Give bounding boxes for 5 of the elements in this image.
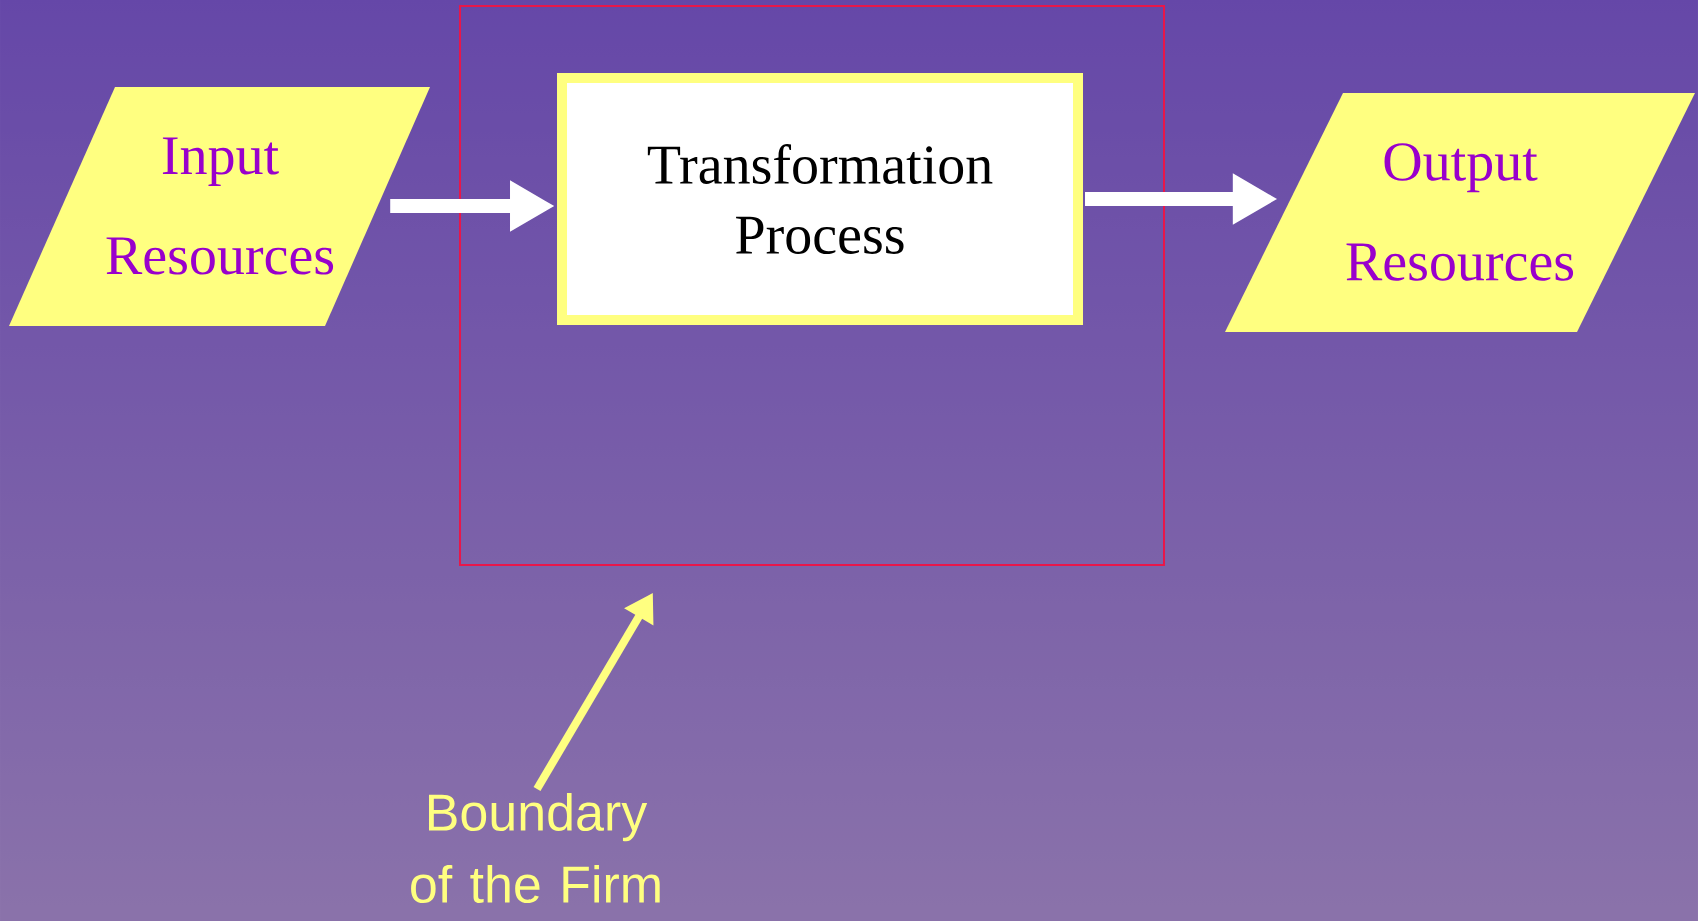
boundary-label: Boundary of the Firm bbox=[411, 792, 660, 904]
boundary-box bbox=[459, 5, 1165, 566]
parallelogram-node: Input Resources bbox=[9, 87, 430, 326]
parallelogram-node: Output Resources bbox=[1225, 93, 1695, 332]
process-box: Transformation Process bbox=[557, 73, 1083, 325]
